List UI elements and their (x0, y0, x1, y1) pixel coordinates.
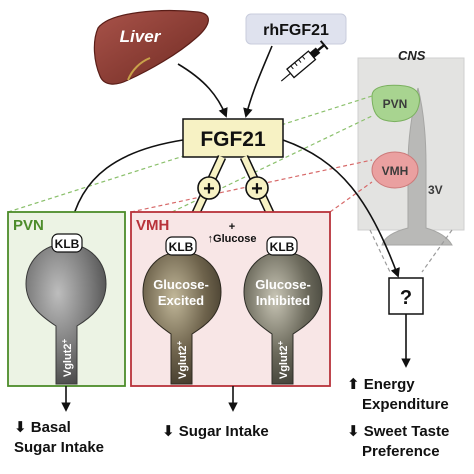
cns-title: CNS (398, 48, 426, 63)
glucose-plus: + (229, 221, 235, 233)
pvn-box: PVN KLB Vglut2+ (7, 211, 126, 387)
pvn-box-title: PVN (13, 217, 44, 234)
outcome-cns-line4: Preference (362, 443, 440, 460)
excited-vglut2-label: Vglut2+ (175, 341, 189, 380)
plus-sign-right: + (251, 178, 263, 200)
inhibited-line1: Glucose- (255, 277, 311, 292)
glucose-excited-neuron (142, 251, 222, 385)
rhfgf21-label: rhFGF21 (263, 22, 329, 39)
rhfgf21-source: rhFGF21 (245, 13, 347, 82)
cns-3v-label: 3V (428, 183, 443, 197)
source-arrows (177, 45, 273, 118)
outcome-pvn-line1: ⬇ Basal (14, 419, 71, 436)
pvn-klb-label: KLB (55, 237, 80, 251)
down-arrow-icon: ⬇ (162, 423, 179, 440)
plus-sign-left: + (203, 178, 215, 200)
vmh-box: VMH + ↑Glucose KLB Glucose- Excited Vglu… (130, 211, 331, 387)
pvn-vglut2-label: Vglut2+ (60, 339, 74, 378)
outcome-cns: ⬆ Energy Expenditure ⬇ Sweet Taste Prefe… (347, 376, 449, 460)
fgf21-hub: FGF21 (182, 118, 284, 158)
stimulation-sign-right: + (245, 176, 269, 200)
inhibited-line2: Inhibited (256, 293, 310, 308)
down-arrow-icon: ⬇ (14, 419, 31, 436)
stimulation-sign-left: + (197, 176, 221, 200)
output-arrows (61, 314, 411, 412)
vmh-klb-right-label: KLB (270, 240, 295, 254)
pvn-neuron (25, 243, 107, 385)
fgf21-label: FGF21 (200, 128, 266, 151)
outcome-pvn: ⬇ Basal Sugar Intake (14, 419, 104, 456)
outcome-cns-line1: ⬆ Energy (347, 376, 415, 393)
outcome-vmh-line1: ⬇ Sugar Intake (162, 423, 269, 440)
outcome-cns-line2: Expenditure (362, 396, 449, 413)
excited-line2: Excited (158, 293, 204, 308)
up-arrow-icon: ⬆ (347, 376, 364, 393)
cns-panel: CNS PVN VMH 3V (357, 48, 465, 246)
liver-source: Liver (93, 9, 209, 85)
vmh-box-title: VMH (136, 217, 169, 234)
up-arrow-icon: ↑ (208, 233, 214, 245)
liver-label: Liver (120, 27, 162, 46)
down-arrow-icon: ⬇ (347, 423, 364, 440)
excited-line1: Glucose- (153, 277, 209, 292)
cns-vmh-region (371, 151, 419, 189)
vmh-klb-left-label: KLB (169, 240, 194, 254)
cns-vmh-label: VMH (382, 164, 409, 178)
glucose-increase: ↑Glucose (208, 233, 257, 245)
liver-icon (93, 9, 209, 85)
unknown-box: ? (388, 277, 424, 315)
cns-pvn-label: PVN (383, 97, 408, 111)
syringe-icon (280, 40, 329, 82)
outcome-cns-line3: ⬇ Sweet Taste (347, 423, 449, 440)
unknown-label: ? (400, 287, 412, 309)
inhibited-vglut2-label: Vglut2+ (276, 341, 290, 380)
cns-pvn-region (371, 84, 420, 122)
outcome-vmh: ⬇ Sugar Intake (162, 423, 269, 440)
outcome-pvn-line2: Sugar Intake (14, 439, 104, 456)
glucose-inhibited-neuron (243, 251, 323, 385)
